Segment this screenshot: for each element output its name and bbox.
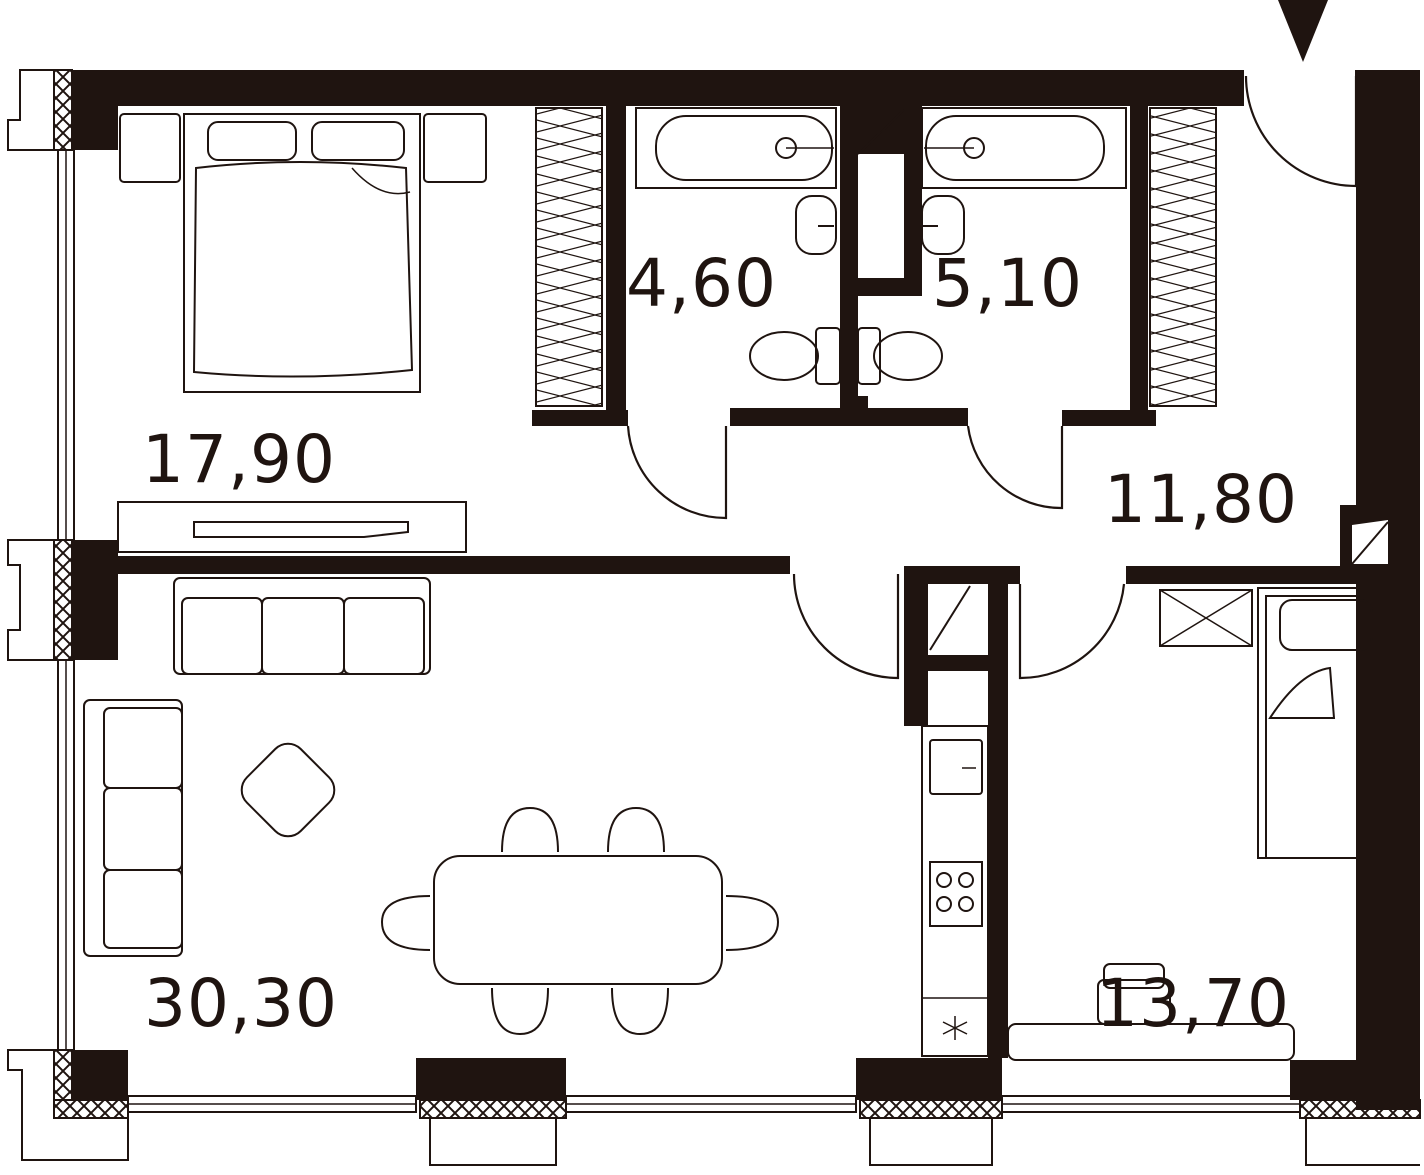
toilet-icon bbox=[749, 327, 841, 385]
wardrobe-icon bbox=[535, 107, 603, 407]
nightstand-icon bbox=[1159, 589, 1253, 647]
room-area-bedroom-2: 13,70 bbox=[1096, 965, 1290, 1042]
corner-sofa-icon bbox=[83, 699, 183, 957]
double-bed-icon bbox=[119, 113, 487, 393]
bathtub-icon-2 bbox=[921, 107, 1127, 189]
sofa-icon bbox=[173, 577, 431, 675]
coffee-table bbox=[240, 742, 336, 838]
room-area-living-kitchen: 30,30 bbox=[144, 965, 338, 1042]
room-area-bathroom-2: 5,10 bbox=[932, 245, 1083, 322]
columns bbox=[7, 69, 1421, 1166]
exterior-walls bbox=[57, 70, 1420, 1113]
single-bed-icon bbox=[1257, 587, 1385, 859]
wardrobe-icon-2 bbox=[1149, 107, 1217, 407]
room-area-hallway: 11,80 bbox=[1104, 461, 1298, 538]
tv-cabinet bbox=[117, 501, 467, 553]
doors bbox=[626, 75, 1358, 680]
bathtub-icon bbox=[635, 107, 837, 189]
desk-icon bbox=[1007, 963, 1295, 1061]
stove-icon bbox=[929, 861, 983, 927]
room-area-bathroom-1: 4,60 bbox=[626, 245, 777, 322]
sink-icon-2 bbox=[921, 195, 965, 255]
interior-walls bbox=[118, 106, 1390, 1058]
entrance-arrow-icon bbox=[1278, 0, 1328, 62]
dining-table-icon bbox=[380, 806, 780, 1036]
room-area-bedroom: 17,90 bbox=[142, 421, 336, 498]
toilet-icon-2 bbox=[857, 327, 943, 385]
sink-icon bbox=[795, 195, 837, 255]
kitchen-counter bbox=[921, 725, 989, 1057]
fridge-icon bbox=[922, 997, 988, 1040]
